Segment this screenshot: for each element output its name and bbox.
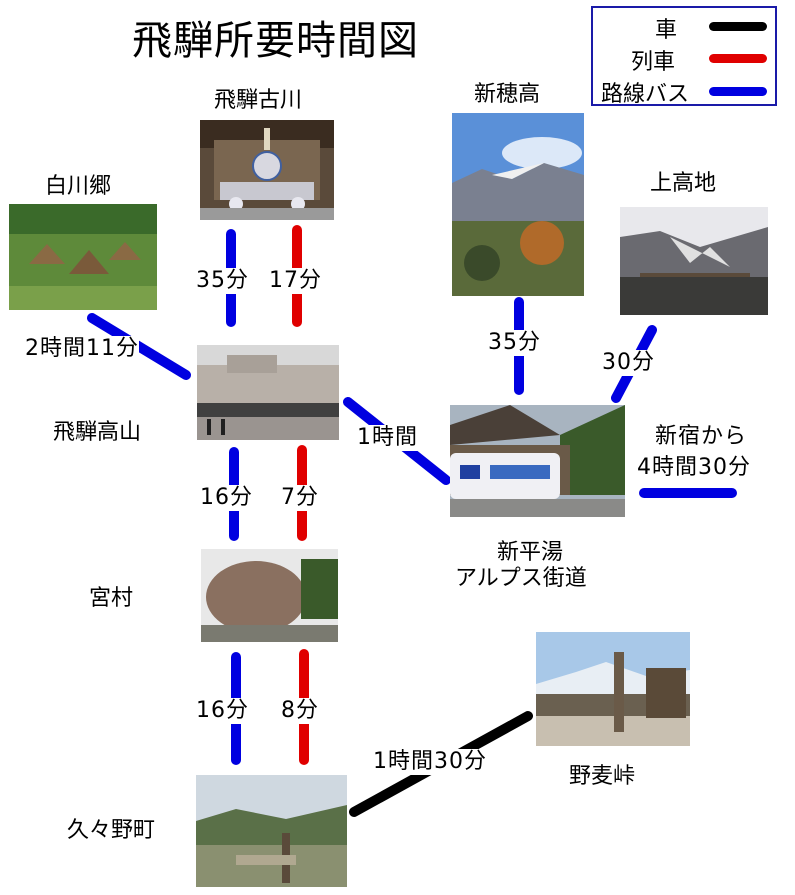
legend-swatch-train — [709, 54, 767, 63]
place-furukawa: 飛騨古川 — [214, 88, 303, 113]
time-furukawa-train: 17分 — [269, 268, 322, 294]
photo-shinhotaka — [452, 113, 584, 296]
photo-shirakawago — [9, 204, 157, 310]
route-shirakawago-bus — [87, 313, 191, 380]
place-takayama: 飛騨高山 — [53, 420, 142, 445]
place-kuguno: 久々野町 — [67, 818, 156, 843]
photo-miyamura — [201, 549, 338, 642]
legend-swatch-bus — [709, 87, 767, 96]
photo-kamikochi — [620, 207, 768, 315]
photo-shinhirayu — [450, 405, 625, 517]
time-kamikochi-bus: 30分 — [602, 350, 655, 376]
place-nomugi: 野麦峠 — [569, 764, 636, 789]
time-hirayu-bus: 1時間 — [357, 425, 418, 451]
place-shinhirayu: 新平湯 — [497, 540, 564, 565]
place-shinhotaka: 新穂高 — [474, 82, 541, 107]
place-alps-kaido: アルプス街道 — [455, 566, 587, 591]
time-kuguno-train: 8分 — [281, 698, 319, 724]
photo-nomugi — [536, 632, 690, 746]
time-shinhotaka-bus: 35分 — [488, 330, 541, 356]
legend-swatch-car — [709, 22, 767, 31]
time-kuguno-bus: 16分 — [196, 698, 249, 724]
place-shirakawago: 白川郷 — [45, 174, 112, 199]
time-furukawa-bus: 35分 — [196, 268, 249, 294]
time-shinjuku-label: 新宿から — [655, 424, 748, 450]
time-shirakawago-bus: 2時間11分 — [25, 336, 139, 362]
photo-kuguno — [196, 775, 347, 887]
time-nomugi-car: 1時間30分 — [373, 749, 487, 775]
photo-furukawa — [200, 120, 334, 220]
place-kamikochi: 上高地 — [650, 171, 717, 196]
time-shinjuku-bus: 4時間30分 — [637, 455, 751, 481]
legend-label-train: 列車 — [631, 50, 676, 75]
time-miyamura-bus: 16分 — [200, 485, 253, 511]
page-title: 飛騨所要時間図 — [132, 18, 419, 64]
legend: 車 列車 路線バス — [591, 6, 777, 107]
photo-takayama — [197, 345, 339, 440]
place-miyamura: 宮村 — [89, 586, 134, 611]
time-miyamura-train: 7分 — [281, 485, 319, 511]
legend-label-car: 車 — [655, 18, 678, 43]
legend-label-bus: 路線バス — [601, 82, 690, 107]
